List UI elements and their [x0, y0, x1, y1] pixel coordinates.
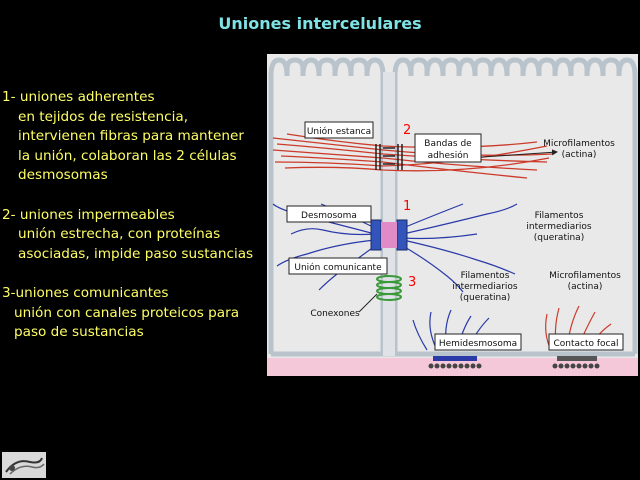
conexones-label: Conexones: [310, 309, 360, 319]
intercellular-space: [383, 72, 395, 356]
slide-title: Uniones intercelulares: [218, 14, 422, 33]
filamentos-mid-label-3: (queratina): [534, 233, 584, 243]
gap-junction-connexons: [376, 275, 402, 301]
number-1: 1: [403, 199, 411, 214]
filamentos-low-label-3: (queratina): [460, 293, 510, 303]
union-comunicante-label: Unión comunicante: [294, 262, 382, 273]
desmosome-core: [381, 222, 397, 248]
hemidesmosoma-box: [434, 333, 522, 351]
left-cell-membrane: [268, 57, 386, 354]
item3-line: unión con canales proteicos para: [14, 304, 240, 321]
junction-list: 1- uniones adherentes en tejidos de resi…: [2, 88, 268, 343]
number-3: 3: [408, 275, 416, 290]
right-cell-membrane: [392, 57, 638, 354]
union-estanca-label: Unión estanca: [307, 126, 371, 137]
hemidesmosome-plaque: [428, 356, 482, 369]
slide-logo-icon: [2, 452, 46, 478]
contacto-focal-box: [548, 333, 624, 351]
desmosome-plaque-right: [396, 219, 408, 251]
item2-line: asociadas, impide paso sustancias: [18, 245, 254, 262]
bandas-label-2: adhesión: [428, 150, 469, 161]
item2-heading: 2- uniones impermeables: [2, 206, 175, 223]
number-2: 2: [403, 123, 411, 138]
filamentos-low-label-1: Filamentos: [461, 271, 510, 281]
item2-line: unión estrecha, con proteínas: [18, 226, 221, 243]
union-comunicante-box: [288, 257, 388, 275]
bandas-box: [414, 133, 482, 163]
item3-heading: 3-uniones comunicantes: [2, 284, 169, 301]
item3-line: paso de sustancias: [14, 324, 144, 341]
focal-contact-plaque: [552, 356, 600, 369]
union-estanca-box: [304, 121, 374, 139]
filamentos-mid-label-2: intermediarios: [526, 222, 592, 232]
item1-line: intervienen fibras para mantener: [18, 128, 244, 145]
microfilamentos-top-label-1: Microfilamentos: [543, 139, 615, 149]
item1-heading: 1- uniones adherentes: [2, 89, 155, 105]
item1-line: en tejidos de resistencia,: [18, 108, 189, 125]
basal-lamina: [267, 358, 638, 376]
desmosoma-label: Desmosoma: [301, 211, 357, 221]
item1-line: la unión, colaboran las 2 células: [18, 147, 237, 164]
item1-line: desmosomas: [18, 167, 108, 184]
microfilamentos-low-label-1: Microfilamentos: [549, 271, 621, 281]
desmosome-plaque-left: [370, 219, 382, 251]
microfilamentos-top-label-2: (actina): [562, 150, 597, 160]
filamentos-mid-label-1: Filamentos: [535, 211, 584, 221]
desmosoma-box: [286, 205, 372, 223]
junction-diagram: Unión estanca Bandas de adhesión Microfi…: [267, 54, 638, 376]
hemidesmosoma-label: Hemidesmosoma: [439, 339, 517, 349]
bandas-label-1: Bandas de: [424, 139, 472, 149]
filamentos-low-label-2: intermediarios: [452, 282, 518, 292]
microfilamentos-low-label-2: (actina): [568, 282, 603, 292]
contacto-focal-label: Contacto focal: [553, 339, 618, 349]
tight-junction: [375, 144, 403, 170]
